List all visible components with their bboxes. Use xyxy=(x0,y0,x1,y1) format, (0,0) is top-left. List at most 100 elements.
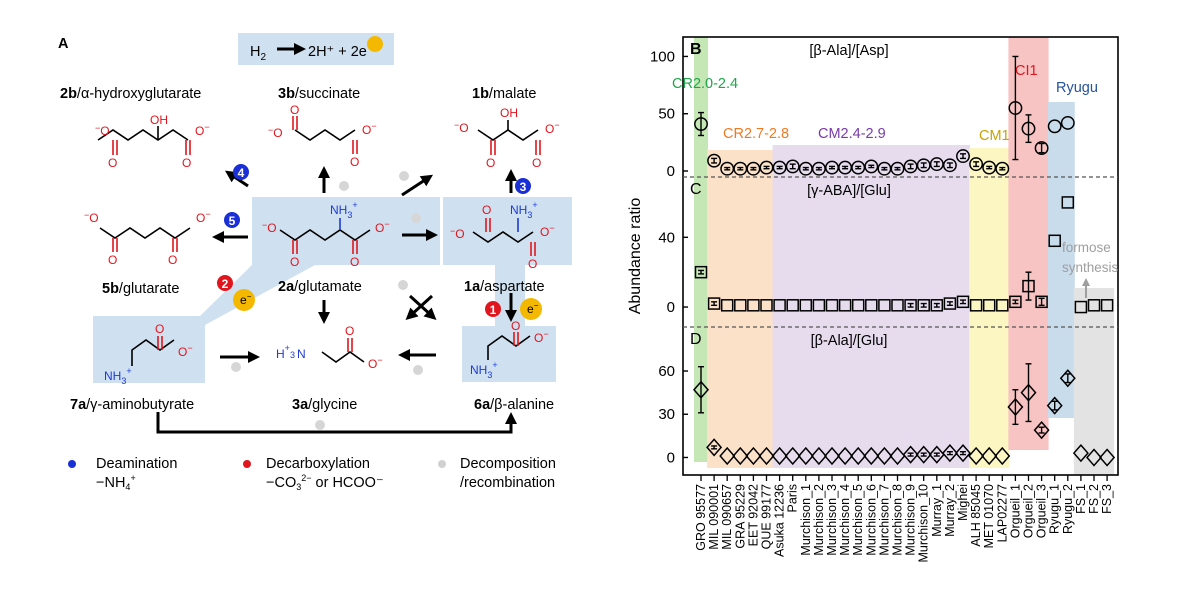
data-point xyxy=(1009,295,1022,309)
y-tick-label: 40 xyxy=(658,229,675,246)
data-point xyxy=(930,299,944,312)
data-point xyxy=(784,446,801,466)
x-tick-label: Orgueil_2 xyxy=(1022,484,1036,538)
step-1-marker xyxy=(485,301,501,317)
svg-text:−O: −O xyxy=(454,120,469,135)
data-point xyxy=(981,446,998,466)
data-point xyxy=(903,159,918,174)
data-point xyxy=(891,299,904,312)
data-point xyxy=(1100,299,1114,312)
pathway-legend: Deamination −NH4+ Decarboxylation −CO32−… xyxy=(68,456,556,492)
aspartate-box xyxy=(443,197,572,265)
label-3b: 3b/succinate xyxy=(278,86,360,102)
group-band-3 xyxy=(969,148,1010,468)
compound-labels: 2b/α-hydroxyglutarate 3b/succinate 1b/ma… xyxy=(60,86,554,413)
data-point xyxy=(917,299,930,312)
data-point xyxy=(720,299,734,312)
svg-text:O−: O− xyxy=(540,223,555,239)
group-label-4: CI1 xyxy=(1015,63,1038,79)
svg-text:1: 1 xyxy=(490,303,497,317)
step-4-marker xyxy=(233,164,249,180)
data-point xyxy=(1021,121,1036,136)
legend-grey-dot xyxy=(438,460,446,468)
data-point xyxy=(811,161,826,176)
electron-icon-3 xyxy=(520,298,542,320)
molecule-6a: O O− NH3+ xyxy=(470,319,549,380)
x-tick-label: Murchison_4 xyxy=(838,484,852,556)
data-point xyxy=(863,446,880,466)
data-point xyxy=(734,299,747,312)
svg-text:NH3+: NH3+ xyxy=(330,200,358,220)
data-point xyxy=(838,299,852,312)
group-label-1: CR2.7-2.8 xyxy=(723,126,789,142)
data-point xyxy=(850,446,867,466)
reaction-products: 2H⁺ + 2e xyxy=(308,44,367,60)
label-2b: 2b/α-hydroxyglutarate xyxy=(60,86,201,102)
svg-text:Deamination: Deamination xyxy=(96,456,177,472)
x-tick-label: Ryugu_2 xyxy=(1061,484,1075,534)
data-point xyxy=(969,157,984,172)
svg-text:OH: OH xyxy=(150,113,168,127)
data-point xyxy=(772,160,787,175)
group-band-6 xyxy=(1073,288,1115,475)
svg-text:H+3N: H+3N xyxy=(276,343,306,361)
x-tick-label: Murchison_10 xyxy=(917,484,931,563)
svg-text:O: O xyxy=(528,257,537,271)
y-tick-label: 100 xyxy=(650,48,675,65)
molecule-2a: −O O NH3+ O O− xyxy=(262,200,390,269)
label-1b: 1b/malate xyxy=(472,86,536,102)
data-point xyxy=(797,446,814,466)
svg-text:O: O xyxy=(182,156,191,170)
x-tick-label: Murray_1 xyxy=(930,484,944,537)
x-tick-label: Murchison_3 xyxy=(825,484,839,556)
svg-text:O: O xyxy=(155,322,164,336)
x-tick-label: FS_2 xyxy=(1087,484,1101,514)
data-point xyxy=(876,446,893,466)
reaction-h: H2 xyxy=(250,44,266,63)
svg-text:O: O xyxy=(108,253,117,267)
svg-text:e−: e− xyxy=(527,301,539,316)
svg-text:NH3+: NH3+ xyxy=(470,360,498,380)
grey-dot xyxy=(339,181,349,191)
reaction-box xyxy=(238,33,394,65)
data-point xyxy=(889,446,906,466)
svg-text:5: 5 xyxy=(229,214,236,228)
y-tick-label: 60 xyxy=(658,363,675,380)
data-point xyxy=(773,299,786,312)
svg-text:O−: O− xyxy=(196,209,211,225)
svg-text:e−: e− xyxy=(240,292,252,307)
svg-text:Decomposition: Decomposition xyxy=(460,456,556,472)
x-tick-label: Paris xyxy=(786,484,800,512)
arrow-cross-2 xyxy=(405,294,434,321)
svg-text:O−: O− xyxy=(375,219,390,235)
data-point xyxy=(1074,300,1088,314)
electron-icon xyxy=(367,36,383,52)
data-point xyxy=(1048,234,1061,248)
data-point xyxy=(1022,279,1035,293)
y-tick-label: 0 xyxy=(667,163,675,180)
data-point xyxy=(694,265,708,279)
data-point xyxy=(1086,448,1102,467)
svg-text:O−: O− xyxy=(534,329,549,345)
data-point xyxy=(941,444,958,463)
data-point xyxy=(864,159,879,174)
svg-text:O−: O− xyxy=(368,355,383,371)
data-point xyxy=(878,299,891,312)
data-point xyxy=(1008,101,1023,115)
x-tick-label: GRA 95229 xyxy=(733,484,747,549)
svg-text:O−: O− xyxy=(545,120,560,136)
y-tick-label: 50 xyxy=(658,106,675,123)
data-point xyxy=(1034,141,1049,156)
svg-text:−O: −O xyxy=(268,125,283,140)
data-point xyxy=(1087,299,1101,312)
svg-text:O: O xyxy=(290,103,299,117)
subchart-title-D: [β-Ala]/[Glu] xyxy=(811,333,888,349)
molecule-7a: O O− NH3+ xyxy=(104,322,193,386)
svg-text:O: O xyxy=(350,255,359,269)
data-point xyxy=(1033,420,1050,440)
molecule-3b: −O O O O− xyxy=(268,103,377,169)
svg-text:O: O xyxy=(482,203,491,217)
data-point xyxy=(785,159,800,174)
subchart-title-C: [γ-ABA]/[Glu] xyxy=(807,183,891,199)
